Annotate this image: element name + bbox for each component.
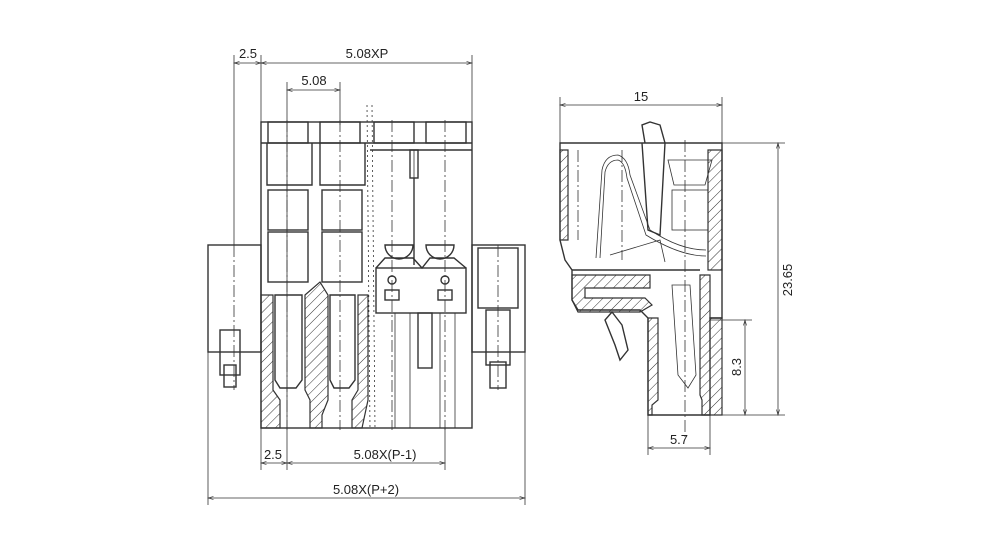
dim-bottom-offset: 2.5 — [264, 447, 282, 462]
dim-height: 23.65 — [780, 264, 795, 297]
dim-overall-width: 5.08X(P+2) — [333, 482, 399, 497]
dim-pitch: 5.08 — [301, 73, 326, 88]
dim-socket-width: 5.7 — [670, 432, 688, 447]
dim-top-offset: 2.5 — [239, 46, 257, 61]
dim-socket-height: 8.3 — [729, 358, 744, 376]
side-view: 15 23.65 8.3 5.7 — [560, 89, 795, 455]
dim-pin-span: 5.08X(P-1) — [354, 447, 417, 462]
dim-depth: 15 — [634, 89, 648, 104]
front-view: 2.5 5.08XP 5.08 2.5 5.08X(P-1) 5.08X(P+2… — [208, 46, 525, 505]
dim-overall-pitch: 5.08XP — [346, 46, 389, 61]
